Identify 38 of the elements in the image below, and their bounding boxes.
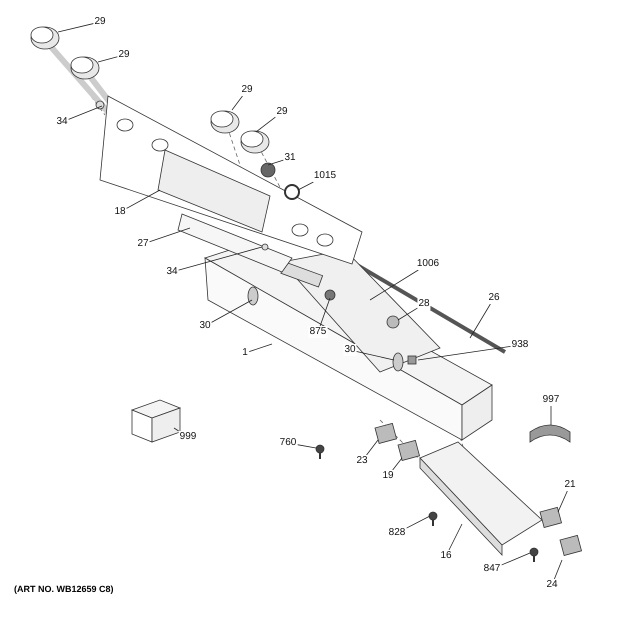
- callout-number: 875: [308, 326, 328, 338]
- leader-line: [268, 160, 284, 166]
- leader-line: [256, 116, 276, 132]
- leader-line: [178, 246, 262, 271]
- leader-line: [448, 524, 462, 550]
- callout-number: 29: [275, 106, 289, 118]
- callout-number: 30: [343, 344, 357, 356]
- leader-line: [370, 270, 419, 300]
- leader-line: [68, 106, 102, 120]
- leader-line: [296, 444, 316, 448]
- leader-line: [550, 406, 552, 426]
- caption: (ART NO. WB12659 C8): [14, 584, 114, 594]
- leader-line: [418, 346, 512, 360]
- leader-line: [98, 56, 118, 62]
- leader-line: [558, 490, 568, 512]
- leader-line: [470, 304, 491, 338]
- leader-line: [58, 23, 94, 32]
- leader-line: [174, 428, 180, 432]
- leader-line: [500, 552, 530, 566]
- callout-number: 1015: [312, 170, 338, 182]
- leader-line: [554, 560, 562, 580]
- leader-line: [320, 298, 330, 326]
- leader-line: [356, 351, 394, 360]
- leader-line: [149, 228, 190, 242]
- callout-number: 26: [487, 292, 501, 304]
- leader-line: [398, 308, 418, 320]
- callout-number: 1006: [416, 258, 440, 270]
- leader-line: [298, 182, 314, 190]
- leader-line: [406, 516, 430, 529]
- leader-line: [232, 96, 243, 110]
- callout-number: 28: [417, 298, 431, 310]
- leader-line: [126, 190, 160, 209]
- callout-number: 21: [563, 479, 577, 491]
- leader-line: [366, 440, 378, 456]
- callout-number: 29: [240, 84, 254, 96]
- leader-line: [211, 300, 252, 323]
- leader-line: [392, 458, 402, 470]
- leader-line: [248, 344, 272, 352]
